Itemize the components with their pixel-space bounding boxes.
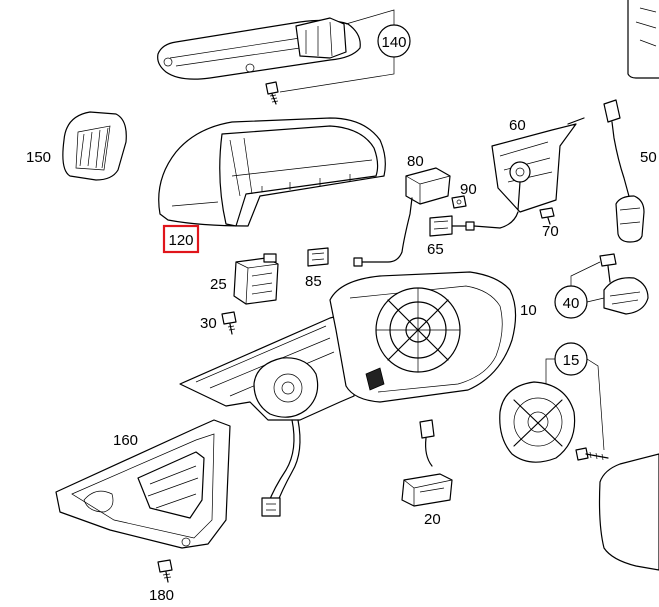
part-number-30: 30 bbox=[200, 315, 217, 332]
mirror-motor-part[interactable] bbox=[253, 357, 319, 517]
mirror-glass-part[interactable] bbox=[598, 453, 659, 571]
connector-80-part[interactable] bbox=[353, 167, 451, 267]
connector-65-part[interactable] bbox=[429, 211, 519, 237]
part-number-160: 160 bbox=[113, 432, 138, 449]
part-number-90: 90 bbox=[460, 181, 477, 198]
bracket-40-part[interactable] bbox=[599, 253, 649, 315]
connector-85-part[interactable] bbox=[307, 247, 329, 267]
part-number-10: 10 bbox=[520, 302, 537, 319]
mirror-lens-module-part[interactable] bbox=[62, 111, 127, 181]
highlight-box-120 bbox=[162, 224, 200, 254]
part-number-80: 80 bbox=[407, 153, 424, 170]
part-number-85: 85 bbox=[305, 273, 322, 290]
screw-180-part[interactable] bbox=[157, 559, 173, 583]
leader-line-140 bbox=[345, 9, 395, 25]
corner-frame bbox=[627, 0, 659, 79]
actuator-15-part[interactable] bbox=[499, 381, 576, 463]
part-number-40: 40 bbox=[563, 295, 580, 312]
leader-line-40b bbox=[586, 297, 605, 303]
leader-line-15 bbox=[545, 358, 555, 384]
lamp-screw-part[interactable] bbox=[265, 81, 279, 105]
part-number-25: 25 bbox=[210, 276, 227, 293]
leader-line-40 bbox=[570, 261, 601, 286]
leader-line-15b bbox=[586, 358, 605, 451]
part-number-60: 60 bbox=[509, 117, 526, 134]
screw-70-part[interactable] bbox=[539, 207, 555, 225]
part-number-20: 20 bbox=[424, 511, 441, 528]
sensor-50-part[interactable] bbox=[603, 99, 645, 243]
part-number-15: 15 bbox=[563, 352, 580, 369]
turn-signal-lamp-part[interactable] bbox=[157, 17, 361, 80]
part-number-70: 70 bbox=[542, 223, 559, 240]
screw-30-part[interactable] bbox=[221, 311, 237, 335]
part-number-50: 50 bbox=[640, 149, 657, 166]
mirror-cover-cap-part[interactable] bbox=[158, 117, 386, 227]
clip-90-part[interactable] bbox=[451, 195, 467, 209]
module-25-part[interactable] bbox=[233, 253, 279, 305]
mirror-base-10-part[interactable] bbox=[179, 271, 517, 421]
part-number-140: 140 bbox=[381, 34, 406, 51]
leader-line-140b bbox=[279, 57, 395, 93]
bracket-60-part[interactable] bbox=[491, 117, 585, 213]
part-number-180: 180 bbox=[149, 587, 174, 604]
part-number-120: 120 bbox=[168, 232, 193, 249]
sail-panel-160-part[interactable] bbox=[55, 419, 231, 549]
screw-15-part[interactable] bbox=[575, 447, 609, 461]
part-number-150: 150 bbox=[26, 149, 51, 166]
part-number-65: 65 bbox=[427, 241, 444, 258]
module-20-part[interactable] bbox=[401, 419, 453, 507]
